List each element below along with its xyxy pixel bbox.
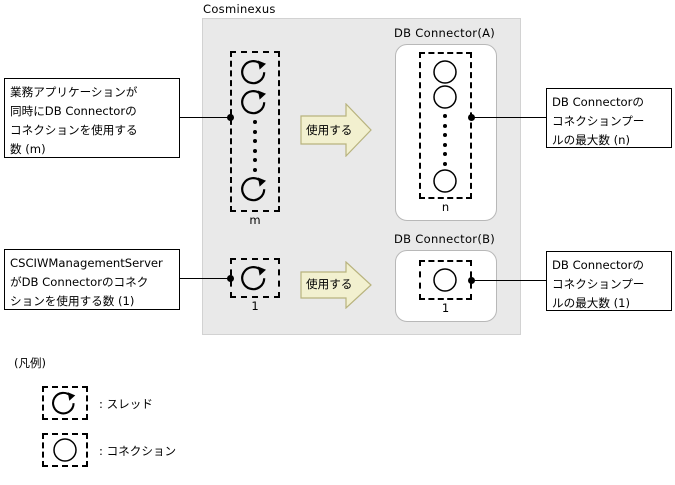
legend-swatch-thread xyxy=(42,386,88,420)
callout-management-server: CSCIWManagementServer がDB Connectorのコネク … xyxy=(4,249,180,310)
connection-icon xyxy=(432,168,458,194)
callout-pool-max-a: DB Connectorの コネクションプー ルの最大数 (n) xyxy=(546,88,672,148)
db-connector-b-box xyxy=(395,250,497,322)
thread-group-m-caption: m xyxy=(249,213,261,227)
arrow-upper xyxy=(300,103,372,157)
thread-icon xyxy=(240,87,270,117)
leader-line-pool-max-b xyxy=(471,280,546,281)
db-connector-b-title: DB Connector(B) xyxy=(394,232,496,246)
arrow-upper-label: 使用する xyxy=(306,123,353,137)
callout-app-threads: 業務アプリケーションが 同時にDB Connectorの コネクションを使用する… xyxy=(4,78,180,158)
connection-icon xyxy=(432,84,458,110)
connection-pool-a-box xyxy=(419,52,472,199)
leader-dot-management-server xyxy=(227,275,234,282)
connection-icon xyxy=(432,59,458,85)
cosminexus-label: Cosminexus xyxy=(203,2,276,16)
thread-group-ellipsis xyxy=(253,120,257,172)
legend-title: (凡例) xyxy=(14,356,46,370)
legend-swatch-connection xyxy=(42,433,88,467)
connection-icon xyxy=(432,267,458,293)
leader-dot-app-threads xyxy=(227,114,234,121)
db-connector-a-box xyxy=(395,44,497,221)
arrow-lower xyxy=(300,261,372,309)
arrow-lower-label: 使用する xyxy=(306,277,353,291)
leader-dot-pool-max-a xyxy=(468,114,475,121)
db-connector-a-title: DB Connector(A) xyxy=(394,26,496,40)
leader-line-app-threads xyxy=(180,117,230,118)
thread-group-m-box xyxy=(230,51,280,212)
thread-icon xyxy=(240,57,270,87)
connection-pool-a-ellipsis xyxy=(443,114,447,166)
db-connector-b-caption: 1 xyxy=(441,301,450,315)
legend-label-thread: : スレッド xyxy=(99,397,153,411)
callout-pool-max-b: DB Connectorの コネクションプー ルの最大数 (1) xyxy=(546,251,672,311)
thread-group-1-caption: 1 xyxy=(251,299,259,313)
leader-dot-pool-max-b xyxy=(468,277,475,284)
leader-line-management-server xyxy=(180,278,230,279)
thread-icon xyxy=(240,263,270,293)
legend-label-connection: : コネクション xyxy=(99,444,177,458)
db-connector-a-caption: n xyxy=(441,200,450,214)
leader-line-pool-max-a xyxy=(471,117,546,118)
thread-icon xyxy=(240,174,270,204)
